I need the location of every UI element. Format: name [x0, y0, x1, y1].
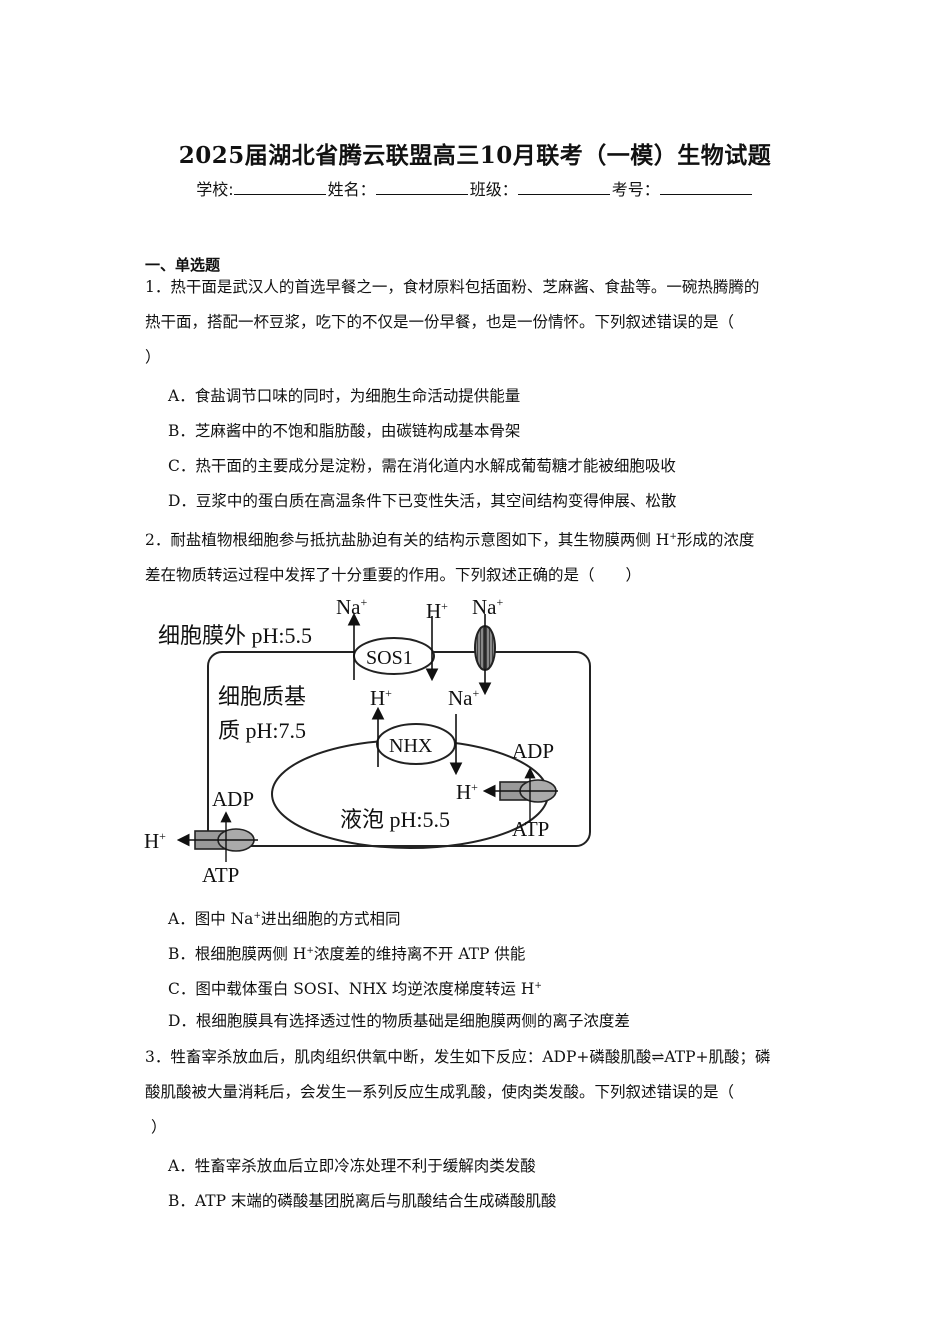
question-2-option-b: B．根细胞膜两侧 H+浓度差的维持离不开 ATP 供能: [168, 945, 526, 964]
vacuole-pump-h-label: H+: [456, 780, 478, 804]
membrane-atp-label: ATP: [202, 863, 239, 887]
question-1-option-d: D．豆浆中的蛋白质在高温条件下已变性失活，其空间结构变得伸展、松散: [168, 492, 677, 510]
question-3-line: 酸肌酸被大量消耗后，会发生一系列反应生成乳酸，使肉类发酸。下列叙述错误的是（: [145, 1083, 735, 1101]
question-3-line: ）: [151, 1118, 167, 1136]
sos1-na-label: Na+: [336, 595, 368, 619]
sos1-label: SOS1: [366, 647, 413, 669]
membrane-pump-h-label: H+: [144, 829, 166, 853]
vacuole-label: 液泡 pH:5.5: [340, 807, 450, 832]
class-blank[interactable]: [517, 182, 610, 195]
question-3-option-a: A．牲畜宰杀放血后立即冷冻处理不利于缓解肉类发酸: [168, 1157, 536, 1175]
question-1-line: 热干面，搭配一杯豆浆，吃下的不仅是一份早餐，也是一份情怀。下列叙述错误的是（: [145, 313, 735, 331]
exam-number-label: 考号：: [611, 180, 660, 199]
name-label: 姓名：: [327, 180, 376, 199]
sos1-h-label: H+: [426, 599, 448, 623]
student-info-line: 学校: 姓名： 班级： 考号：: [0, 176, 950, 200]
membrane-transport-diagram: 细胞膜外 pH:5.5 细胞质基 质 pH:7.5 液泡 pH:5.5 SOS1…: [144, 595, 591, 887]
question-2-line: 差在物质转运过程中发挥了十分重要的作用。下列叙述正确的是（ ）: [145, 566, 642, 585]
outside-label: 细胞膜外 pH:5.5: [158, 623, 312, 648]
class-label: 班级：: [469, 180, 518, 199]
exam-title: 2025届湖北省腾云联盟高三10月联考（一模）生物试题: [178, 142, 772, 169]
vacuole-atp-label: ATP: [512, 817, 549, 841]
nhx-transporter: [376, 723, 456, 765]
school-label: 学校:: [196, 180, 234, 199]
question-2-line: 2．耐盐植物根细胞参与抵抗盐胁迫有关的结构示意图如下，其生物膜两侧 H+形成的浓…: [145, 531, 755, 550]
question-2-option-a: A．图中 Na+进出细胞的方式相同: [168, 910, 401, 929]
question-3-stem: 3．牲畜宰杀放血后，肌肉组织供氧中断，发生如下反应：ADP+磷酸肌酸⇌ATP+肌…: [145, 1040, 810, 1145]
question-1-line: ）: [145, 348, 161, 366]
name-blank[interactable]: [375, 182, 468, 195]
membrane-adp-label: ADP: [212, 787, 254, 811]
question-1-option-c: C．热干面的主要成分是淀粉，需在消化道内水解成葡萄糖才能被细胞吸收: [168, 457, 676, 475]
school-blank[interactable]: [233, 182, 326, 195]
question-1-stem: 1．热干面是武汉人的首选早餐之一，食材原料包括面粉、芝麻酱、食盐等。一碗热腾腾的…: [145, 270, 810, 375]
cytoplasm-label-line2: 质 pH:7.5: [218, 718, 306, 743]
exam-number-blank[interactable]: [659, 182, 752, 195]
question-1-option-b: B．芝麻酱中的不饱和脂肪酸，由碳链构成基本骨架: [168, 422, 521, 440]
vacuole-adp-label: ADP: [512, 739, 554, 763]
question-3-line: 3．牲畜宰杀放血后，肌肉组织供氧中断，发生如下反应：ADP+磷酸肌酸⇌ATP+肌…: [145, 1048, 771, 1066]
question-2-option-d: D．根细胞膜具有选择透过性的物质基础是细胞膜两侧的离子浓度差: [168, 1012, 630, 1030]
question-3-option-b: B．ATP 末端的磷酸基团脱离后与肌酸结合生成磷酸肌酸: [168, 1192, 557, 1210]
section-title: 一、单选题: [145, 256, 221, 274]
nhx-h-label: H+: [370, 686, 392, 710]
nhx-na-label: Na+: [448, 686, 480, 710]
cytoplasm-label-line1: 细胞质基: [218, 684, 306, 709]
question-2-option-c: C．图中载体蛋白 SOSI、NHX 均逆浓度梯度转运 H+: [168, 980, 542, 999]
nhx-label: NHX: [389, 735, 433, 757]
channel-na-label: Na+: [472, 595, 504, 619]
question-1-line: 1．热干面是武汉人的首选早餐之一，食材原料包括面粉、芝麻酱、食盐等。一碗热腾腾的: [145, 278, 760, 296]
question-2-stem: 2．耐盐植物根细胞参与抵抗盐胁迫有关的结构示意图如下，其生物膜两侧 H+形成的浓…: [145, 520, 810, 593]
question-1-option-a: A．食盐调节口味的同时，为细胞生命活动提供能量: [168, 387, 521, 405]
